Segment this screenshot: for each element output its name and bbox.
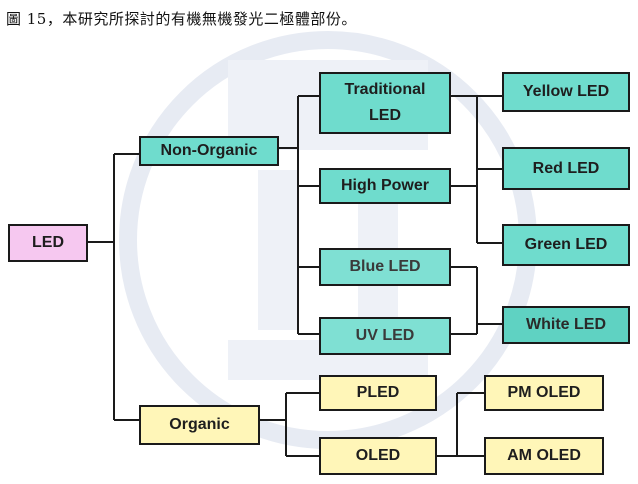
node-am-oled-label: AM OLED — [507, 447, 581, 464]
node-pled: PLED — [319, 375, 437, 411]
node-pm-oled: PM OLED — [484, 375, 604, 411]
node-organic-label: Organic — [169, 416, 230, 433]
node-green-led: Green LED — [502, 224, 630, 266]
node-uv-led: UV LED — [319, 317, 451, 355]
node-blue-led-label: Blue LED — [349, 258, 421, 275]
node-am-oled: AM OLED — [484, 437, 604, 475]
node-yellow-led-label: Yellow LED — [522, 83, 610, 100]
node-high-power-label: High Power — [340, 177, 429, 194]
node-white-led-label: White LED — [526, 316, 606, 333]
node-oled: OLED — [319, 437, 437, 475]
node-green-led-label: Green LED — [524, 236, 608, 253]
node-traditional-led: Traditional LED — [319, 72, 451, 134]
node-blue-led: Blue LED — [319, 248, 451, 286]
node-red-led: Red LED — [502, 147, 630, 190]
node-non-organic: Non-Organic — [139, 136, 279, 166]
node-organic: Organic — [139, 405, 260, 445]
node-pled-label: PLED — [356, 384, 400, 401]
node-uv-led-label: UV LED — [355, 327, 415, 344]
node-pm-oled-label: PM OLED — [507, 384, 581, 401]
node-yellow-led: Yellow LED — [502, 72, 630, 112]
node-oled-label: OLED — [355, 447, 401, 464]
figure-caption: 圖 15，本研究所探討的有機無機發光二極體部份。 — [6, 10, 357, 28]
node-non-organic-label: Non-Organic — [160, 142, 258, 159]
node-led: LED — [8, 224, 88, 262]
node-led-label: LED — [32, 234, 64, 251]
node-high-power: High Power — [319, 168, 451, 204]
node-white-led: White LED — [502, 306, 630, 344]
node-traditional-led-label: Traditional LED — [344, 81, 426, 124]
node-red-led-label: Red LED — [532, 159, 600, 177]
